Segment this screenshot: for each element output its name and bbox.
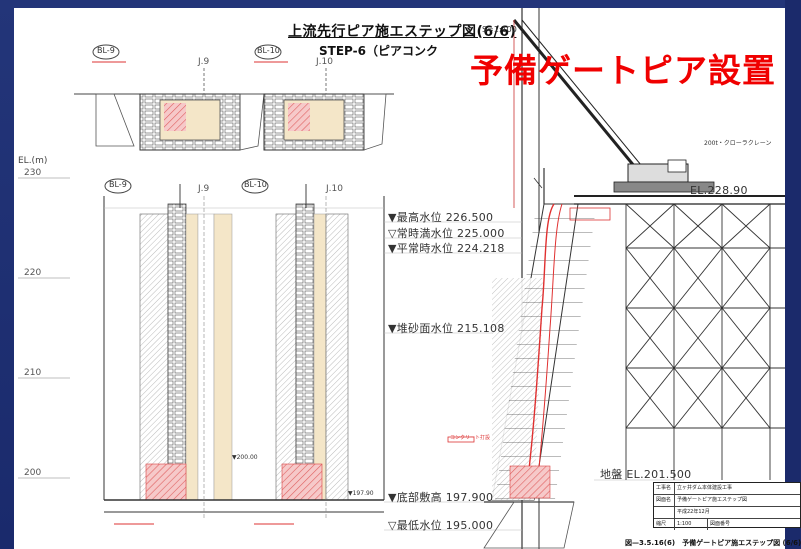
construction-drawing: [18, 8, 785, 549]
title-block-cell: 図面名: [654, 495, 675, 506]
water-level-5: ▼底部敷高 197.900: [388, 491, 494, 504]
crane-elevation: EL.228.90: [690, 184, 748, 197]
title-block-cell: 縮尺: [654, 519, 675, 530]
title-block-row: 工事名 立ヶ井ダム本体建設工事: [654, 483, 800, 495]
crane-note: 200t・クローラクレーン: [704, 140, 772, 147]
title-block-cell: 工事名: [654, 483, 675, 494]
title-block-cell: 図面番号: [710, 521, 731, 527]
title-block-cell: 平成22年12月: [677, 509, 710, 515]
drawing-title: 上流先行ピア施エステップ図(6/6): [288, 24, 517, 40]
water-level-4: ▼堆砂面水位 215.108: [388, 322, 505, 335]
overlay-title: 予備ゲートピア設置: [470, 51, 776, 90]
title-block-cell: [654, 507, 675, 518]
grid-j10-top: J.10: [316, 57, 333, 67]
title-block: 工事名 立ヶ井ダム本体建設工事 図面名 予備ゲートピア施エステップ図 平成22年…: [653, 482, 801, 530]
grid-j9: J.9: [198, 184, 210, 194]
water-level-6: ▽最低水位 195.000: [388, 519, 494, 532]
step-label: STEP-6（ピアコンク: [319, 44, 438, 58]
pump-note: コンクリート打設: [450, 435, 491, 441]
title-block-row: 図面名 予備ゲートピア施エステップ図: [654, 495, 800, 507]
title-block-cell: 立ヶ井ダム本体建設工事: [677, 485, 733, 491]
pier-section: [103, 184, 385, 525]
bubble-bl10: BL-10: [244, 180, 267, 189]
inclined-pier: [483, 168, 596, 549]
figure-caption: 図—3.5.16(6) 予備ゲートピア施エステップ図 (6/6): [625, 539, 801, 547]
drawing-sheet: 上流先行ピア施エステップ図(6/6) S=1:100 STEP-6（ピアコンク …: [14, 8, 801, 549]
bubble-bl9: BL-9: [109, 180, 127, 189]
axis-tick-220: 220: [24, 268, 42, 278]
water-level-1: ▼最高水位 226.500: [388, 211, 494, 224]
grid-j9-top: J.9: [198, 57, 210, 67]
axis-tick-230: 230: [24, 168, 42, 178]
water-level-lines: [384, 221, 684, 531]
crane: [512, 19, 785, 208]
axis-tick-200: 200: [24, 468, 42, 478]
bubble-bl10-top: BL-10: [257, 46, 280, 55]
title-block-cell: 予備ゲートピア施エステップ図: [677, 497, 748, 503]
title-block-row: 縮尺 1:100 図面番号: [654, 519, 800, 530]
el-small-1: ▼200.00: [232, 454, 258, 461]
scaffold-tower: [625, 203, 785, 480]
drawing-scale: S=1:100: [482, 25, 517, 34]
water-level-3: ▼平常時水位 224.218: [388, 242, 505, 255]
axis-tick-210: 210: [24, 368, 42, 378]
title-block-cell: 1:100: [675, 519, 708, 530]
el-small-2: ▼197.90: [348, 490, 374, 497]
plan-view: [74, 44, 394, 151]
title-block-row: 平成22年12月: [654, 507, 800, 519]
grid-j10: J.10: [326, 184, 343, 194]
elevation-axis: [18, 177, 70, 479]
bubble-bl9-top: BL-9: [97, 46, 115, 55]
axis-unit: EL.(m): [18, 156, 48, 166]
water-level-2: ▽常時満水位 225.000: [388, 227, 505, 240]
ground-elevation: 地盤 EL.201.500: [600, 468, 692, 481]
